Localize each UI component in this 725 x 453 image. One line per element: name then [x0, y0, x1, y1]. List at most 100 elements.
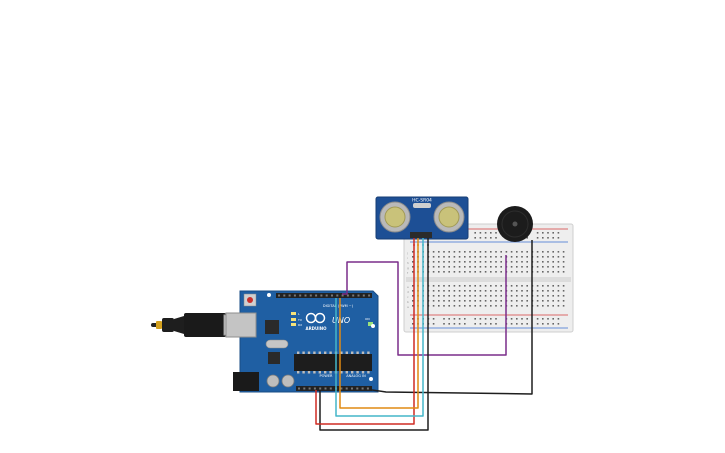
breadboard-hole[interactable] [453, 285, 456, 287]
breadboard-hole[interactable] [474, 300, 476, 302]
breadboard-hole[interactable] [464, 256, 466, 258]
breadboard-hole[interactable] [536, 290, 539, 292]
breadboard-hole[interactable] [495, 251, 497, 253]
breadboard-hole[interactable] [516, 271, 518, 273]
breadboard-hole[interactable] [484, 285, 487, 287]
breadboard-rail-hole[interactable] [484, 323, 487, 325]
breadboard-hole[interactable] [536, 285, 539, 287]
breadboard-hole[interactable] [516, 290, 518, 292]
breadboard-hole[interactable] [495, 256, 497, 258]
breadboard-hole[interactable] [469, 285, 471, 287]
breadboard-hole[interactable] [552, 256, 554, 258]
breadboard-hole[interactable] [521, 295, 523, 297]
digital-pin[interactable] [309, 294, 312, 297]
breadboard-hole[interactable] [448, 251, 450, 253]
breadboard-hole[interactable] [542, 300, 544, 302]
breadboard-hole[interactable] [495, 271, 497, 273]
breadboard-hole[interactable] [412, 300, 414, 302]
breadboard-rail-hole[interactable] [448, 323, 450, 325]
breadboard-rail-hole[interactable] [510, 318, 513, 320]
wire-black-gnd[interactable] [319, 244, 429, 431]
power-analog-pin[interactable] [319, 387, 322, 390]
breadboard-hole[interactable] [490, 251, 492, 253]
breadboard-hole[interactable] [469, 295, 471, 297]
breadboard-hole[interactable] [557, 305, 560, 307]
breadboard-hole[interactable] [484, 256, 487, 258]
breadboard-hole[interactable] [500, 285, 502, 287]
breadboard-hole[interactable] [474, 266, 476, 268]
breadboard-hole[interactable] [479, 256, 482, 258]
power-analog-pin[interactable] [303, 387, 306, 390]
breadboard-hole[interactable] [536, 266, 539, 268]
breadboard-rail-hole[interactable] [557, 318, 560, 320]
breadboard-rail-hole[interactable] [453, 318, 456, 320]
breadboard-hole[interactable] [557, 300, 560, 302]
breadboard-rail-hole[interactable] [464, 323, 466, 325]
breadboard-hole[interactable] [490, 295, 492, 297]
breadboard-hole[interactable] [500, 290, 502, 292]
power-analog-pin[interactable] [351, 387, 353, 390]
wire-orange[interactable] [339, 244, 419, 409]
digital-pin[interactable] [278, 294, 280, 297]
breadboard-hole[interactable] [500, 295, 502, 297]
digital-pin[interactable] [325, 294, 328, 297]
breadboard-rail-hole[interactable] [474, 318, 476, 320]
breadboard-hole[interactable] [562, 305, 565, 307]
breadboard-rail-hole[interactable] [495, 323, 497, 325]
breadboard-hole[interactable] [526, 271, 528, 273]
breadboard-hole[interactable] [495, 266, 497, 268]
breadboard-hole[interactable] [412, 285, 414, 287]
breadboard-rail-hole[interactable] [474, 232, 476, 234]
breadboard-hole[interactable] [432, 256, 435, 258]
breadboard-hole[interactable] [510, 256, 513, 258]
digital-pin[interactable] [336, 294, 339, 297]
breadboard-hole[interactable] [521, 300, 523, 302]
breadboard-hole[interactable] [542, 251, 544, 253]
power-analog-pin[interactable] [308, 387, 311, 390]
breadboard-hole[interactable] [458, 271, 461, 273]
breadboard-hole[interactable] [536, 295, 539, 297]
breadboard-hole[interactable] [458, 290, 461, 292]
breadboard-hole[interactable] [412, 295, 414, 297]
breadboard-hole[interactable] [552, 285, 554, 287]
breadboard-rail-hole[interactable] [484, 232, 487, 234]
breadboard-hole[interactable] [484, 295, 487, 297]
digital-pin[interactable] [315, 294, 318, 297]
breadboard-hole[interactable] [448, 261, 450, 263]
breadboard-hole[interactable] [552, 290, 554, 292]
breadboard-hole[interactable] [521, 256, 523, 258]
breadboard-rail-hole[interactable] [432, 318, 435, 320]
breadboard-hole[interactable] [557, 271, 560, 273]
breadboard-hole[interactable] [516, 285, 518, 287]
breadboard-hole[interactable] [464, 290, 466, 292]
breadboard-rail-hole[interactable] [479, 232, 482, 234]
power-analog-pin[interactable] [356, 387, 359, 390]
power-analog-pin[interactable] [298, 387, 300, 390]
breadboard-rail-hole[interactable] [557, 237, 560, 239]
breadboard-hole[interactable] [557, 266, 560, 268]
breadboard-hole[interactable] [500, 266, 502, 268]
breadboard-hole[interactable] [453, 300, 456, 302]
breadboard-hole[interactable] [412, 290, 414, 292]
arduino-uno-board[interactable]: L TX RX ON ARDUINO UNO DIGITAL (PWM ~) P… [225, 290, 379, 393]
breadboard-hole[interactable] [490, 261, 492, 263]
breadboard-hole[interactable] [536, 251, 539, 253]
breadboard-rail-hole[interactable] [516, 318, 518, 320]
breadboard-hole[interactable] [490, 300, 492, 302]
breadboard-rail-hole[interactable] [458, 318, 461, 320]
breadboard-hole[interactable] [495, 261, 497, 263]
breadboard-rail-hole[interactable] [474, 237, 476, 239]
breadboard-hole[interactable] [464, 251, 466, 253]
breadboard-hole[interactable] [474, 251, 476, 253]
breadboard-hole[interactable] [526, 266, 528, 268]
breadboard-hole[interactable] [490, 285, 492, 287]
breadboard-hole[interactable] [469, 251, 471, 253]
breadboard-rail-hole[interactable] [526, 323, 528, 325]
digital-pin[interactable] [341, 294, 344, 297]
breadboard-hole[interactable] [562, 256, 565, 258]
power-analog-pin[interactable] [361, 387, 364, 390]
breadboard-rail-hole[interactable] [484, 318, 487, 320]
breadboard-hole[interactable] [490, 290, 492, 292]
breadboard-hole[interactable] [557, 285, 560, 287]
breadboard-hole[interactable] [495, 285, 497, 287]
